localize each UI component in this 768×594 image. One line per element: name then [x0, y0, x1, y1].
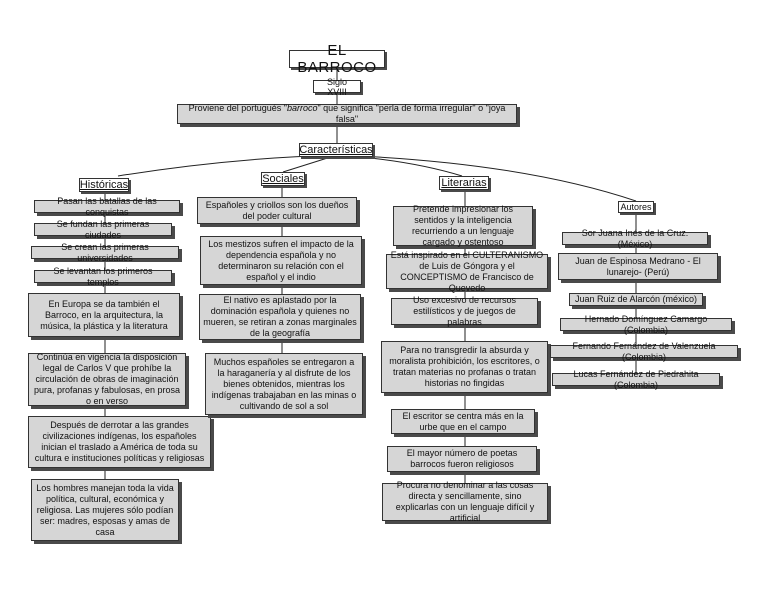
map-title-text: EL BARROCO: [297, 42, 377, 76]
historicas-item-text: Después de derrotar a las grandes civili…: [34, 420, 205, 463]
literarias-item-text: Está inspirado en el CULTERANISMO de Lui…: [390, 249, 544, 293]
category-historicas: Históricas: [79, 178, 129, 192]
origin-post: " que significa "perla de forma irregula…: [317, 103, 506, 124]
category-historicas-text: Históricas: [79, 179, 129, 191]
map-title: EL BARROCO: [289, 42, 385, 76]
sociales-item: Los mestizos sufren el impacto de la dep…: [200, 236, 362, 285]
literarias-item-text: Para no transgredir la absurda y moralis…: [389, 345, 540, 388]
historicas-item: Después de derrotar a las grandes civili…: [28, 416, 211, 468]
autor-item: Sor Juana Inés de la Cruz. (México): [562, 228, 708, 249]
century-text: Siglo XVIII: [326, 76, 347, 97]
literarias-item-text: El escritor se centra más en la urbe que…: [402, 410, 524, 432]
literarias-item-text: Procura no denominar a las cosas directa…: [395, 480, 535, 523]
historicas-item: Se levantan los primeros templos: [34, 266, 172, 287]
origin-term: barroco: [286, 103, 318, 113]
autor-item-text: Hernado Domínguez Camargo (Colombia): [584, 313, 708, 335]
sociales-item: Muchos españoles se entregaron a la hara…: [205, 353, 363, 415]
category-sociales: Sociales: [261, 172, 305, 186]
sociales-item: Españoles y criollos son los dueños del …: [197, 197, 357, 224]
historicas-item: Pasan las batallas de las conquistas: [34, 196, 180, 217]
literarias-item-text: El mayor número de poetas barrocos fuero…: [406, 448, 518, 469]
historicas-item-text: Continúa en vigencia la disposición lega…: [33, 352, 181, 406]
literarias-item-text: Uso excesivo de recursos estilísticos y …: [412, 295, 517, 327]
autor-item: Juan de Espinosa Medrano - El lunarejo- …: [558, 253, 718, 280]
sociales-item: El nativo es aplastado por la dominación…: [199, 294, 361, 340]
literarias-item-text: Pretende impresionar los sentidos y la i…: [411, 204, 515, 247]
historicas-item-text: Se fundan las primeras ciudades: [56, 218, 150, 240]
historicas-item-text: Se crean las primeras universidades: [61, 241, 149, 263]
sociales-item-text: Españoles y criollos son los dueños del …: [205, 199, 349, 221]
autor-item-text: Juan de Espinosa Medrano - El lunarejo- …: [575, 255, 701, 277]
category-sociales-text: Sociales: [262, 173, 304, 185]
literarias-item: Uso excesivo de recursos estilísticos y …: [391, 295, 538, 327]
historicas-item-text: En Europa se da también el Barroco, en l…: [40, 298, 168, 331]
historicas-item: Continúa en vigencia la disposición lega…: [28, 352, 186, 406]
autor-item: Lucas Fernández de Piedrahita (Colombia): [552, 369, 720, 390]
literarias-item: El mayor número de poetas barrocos fuero…: [387, 446, 537, 472]
category-autores: Autores: [618, 201, 654, 213]
origin-pre: Proviene del portugués ": [188, 103, 287, 113]
characteristics-label: Características: [299, 143, 373, 157]
historicas-item: En Europa se da también el Barroco, en l…: [28, 293, 180, 337]
historicas-item: Se crean las primeras universidades: [31, 242, 179, 263]
autor-item-text: Lucas Fernández de Piedrahita (Colombia): [573, 368, 699, 390]
historicas-item: Los hombres manejan toda la vida polític…: [31, 479, 179, 541]
historicas-item-text: Pasan las batallas de las conquistas: [57, 195, 157, 217]
literarias-item: Está inspirado en el CULTERANISMO de Lui…: [386, 250, 548, 293]
literarias-item: El escritor se centra más en la urbe que…: [391, 409, 535, 434]
historicas-item-text: Se levantan los primeros templos: [53, 265, 153, 287]
literarias-item: Procura no denominar a las cosas directa…: [382, 480, 548, 523]
century-label: Siglo XVIII: [313, 77, 361, 97]
sociales-item-text: Los mestizos sufren el impacto de la dep…: [208, 238, 354, 282]
category-autores-text: Autores: [620, 202, 652, 212]
autor-item: Juan Ruiz de Alarcón (méxico): [569, 293, 703, 306]
historicas-item: Se fundan las primeras ciudades: [34, 219, 172, 240]
autor-item: Fernando Fernández de Valenzuela (Colomb…: [550, 341, 738, 362]
autor-item-text: Juan Ruiz de Alarcón (méxico): [574, 294, 698, 304]
characteristics-text: Características: [299, 144, 373, 156]
category-literarias-text: Literarias: [441, 177, 487, 189]
sociales-item-text: El nativo es aplastado por la dominación…: [203, 295, 357, 338]
category-literarias: Literarias: [439, 176, 489, 190]
autor-item-text: Fernando Fernández de Valenzuela (Colomb…: [572, 340, 716, 362]
sociales-item-text: Muchos españoles se entregaron a la hara…: [211, 356, 357, 411]
literarias-item: Pretende impresionar los sentidos y la i…: [393, 204, 533, 247]
historicas-item-text: Los hombres manejan toda la vida polític…: [36, 482, 174, 537]
autor-item: Hernado Domínguez Camargo (Colombia): [560, 314, 732, 335]
literarias-item: Para no transgredir la absurda y moralis…: [381, 341, 548, 393]
origin-note: Proviene del portugués "barroco" que sig…: [177, 103, 517, 124]
autor-item-text: Sor Juana Inés de la Cruz. (México): [581, 227, 689, 249]
